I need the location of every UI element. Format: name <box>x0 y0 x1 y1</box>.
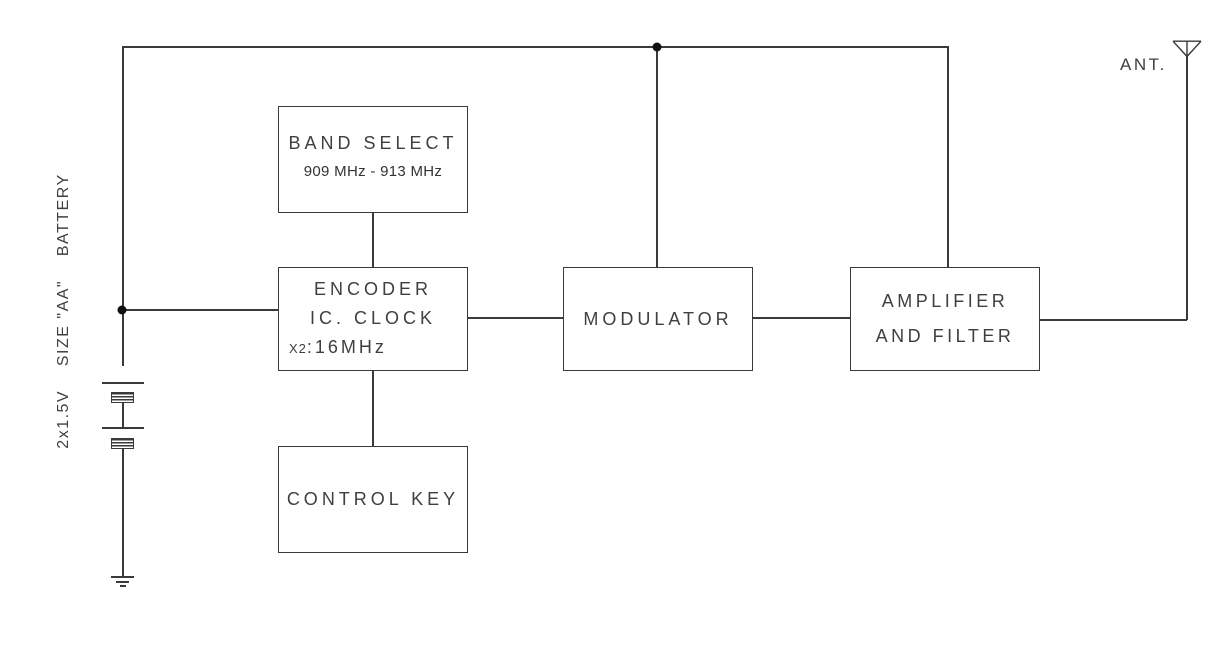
encoder-title-line2: IC. CLOCK <box>309 308 437 328</box>
encoder-clock-frequency: :16MHz <box>306 337 387 357</box>
control-key-title: CONTROL KEY <box>286 489 460 509</box>
junction-dot-battery <box>117 305 127 315</box>
wire-battery-intercell <box>122 403 124 428</box>
wire-bandselect-to-encoder <box>372 213 374 267</box>
block-modulator: MODULATOR <box>563 267 753 371</box>
wire-amplifier-to-antenna <box>1040 319 1187 321</box>
ground-bar-2 <box>116 580 129 583</box>
block-encoder-ic-clock: ENCODER IC. CLOCK X2:16MHz <box>278 267 468 371</box>
battery-icon <box>102 382 144 384</box>
wire-amplifier-drop <box>947 46 949 267</box>
wire-encoder-to-controlkey <box>372 371 374 446</box>
battery-cell2-positive-icon <box>102 427 144 429</box>
wire-encoder-to-modulator <box>468 317 563 319</box>
battery-cell-negative-icon <box>111 392 134 403</box>
battery-cell2-negative-icon <box>111 438 134 449</box>
band-select-title: BAND SELECT <box>288 133 458 153</box>
junction-dot-top <box>652 42 662 52</box>
battery-label: 2x1.5V SIZE "AA" BATTERY <box>55 173 72 449</box>
wire-modulator-drop <box>656 46 658 267</box>
amplifier-title-line2: AND FILTER <box>875 326 1015 346</box>
ground-icon <box>111 576 134 578</box>
encoder-clock-spec: X2:16MHz <box>279 333 467 363</box>
wire-battery-to-ground <box>122 449 124 577</box>
band-select-range: 909 MHz - 913 MHz <box>303 163 443 180</box>
encoder-title-line1: ENCODER <box>313 279 432 299</box>
wire-battery-riser <box>122 46 124 366</box>
antenna-icon <box>1172 40 1202 58</box>
encoder-clock-multiplier: X2 <box>289 341 307 356</box>
antenna-label: ANT. <box>1120 55 1167 74</box>
amplifier-title-line1: AMPLIFIER <box>881 291 1009 311</box>
wire-battery-to-encoder <box>122 309 278 311</box>
wire-top-bus <box>122 46 949 48</box>
block-control-key: CONTROL KEY <box>278 446 468 553</box>
block-band-select: BAND SELECT 909 MHz - 913 MHz <box>278 106 468 213</box>
wire-modulator-to-amplifier <box>753 317 850 319</box>
wire-antenna-feed <box>1186 55 1188 320</box>
block-amplifier-filter: AMPLIFIER AND FILTER <box>850 267 1040 371</box>
ground-bar-3 <box>119 584 126 587</box>
modulator-title: MODULATOR <box>583 308 733 329</box>
